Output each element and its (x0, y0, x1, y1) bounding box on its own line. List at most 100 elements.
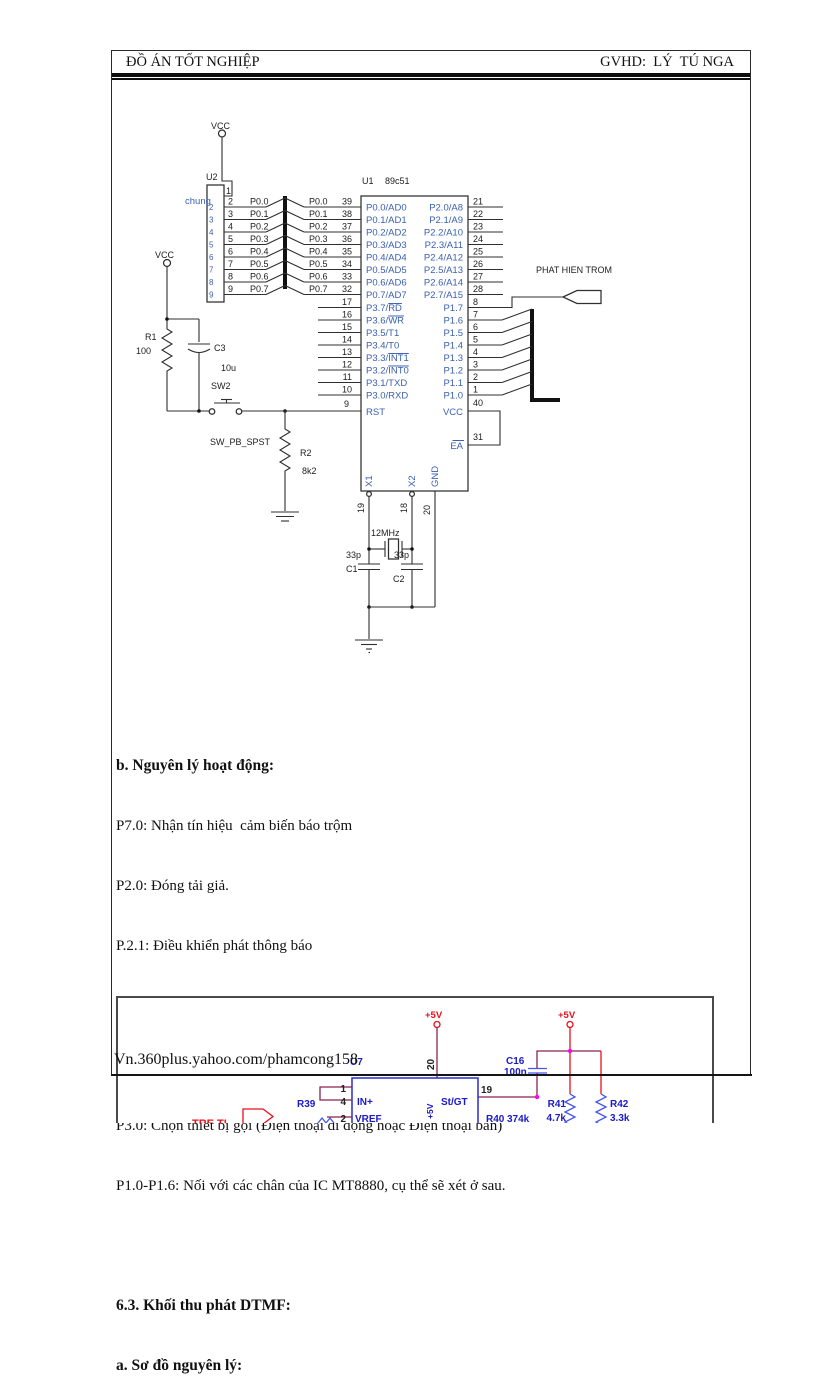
pin-number: 6 (473, 322, 478, 332)
header-rule (112, 73, 750, 80)
resistor-r1 (160, 319, 174, 411)
net-label: P0.0 (309, 197, 328, 207)
sw2-refdes: SW2 (211, 381, 231, 391)
chip-pin-label: P0.2/AD2 (366, 228, 407, 239)
net-label: P0.7 (309, 284, 328, 294)
vcc-symbol (217, 129, 227, 138)
chip-pin-label: P2.0/A8 (429, 203, 463, 214)
u2-inner-pin: 9 (209, 291, 214, 300)
cut-net-label: TRE TI (192, 1118, 227, 1123)
c3-refdes: C3 (214, 343, 226, 353)
wire (265, 210, 286, 220)
r1-refdes: R1 (145, 332, 157, 342)
wire (265, 235, 286, 245)
doc-line: P.2.1: Điều khiển phát thông báo (116, 938, 313, 954)
vcc-label: VCC (211, 121, 231, 131)
u1-body (360, 195, 469, 492)
x1-pin-label: X1 (364, 475, 375, 487)
pin-number: 21 (473, 197, 483, 207)
vcc-pin-number: 40 (473, 398, 483, 408)
wire (265, 260, 286, 270)
chip-pin-label: P0.0/AD0 (366, 203, 407, 214)
wire (284, 260, 305, 270)
c16-value: 100n (504, 1067, 527, 1078)
net-label: P0.5 (309, 259, 328, 269)
u1-part-number: 89c51 (385, 176, 410, 186)
net-flag-connector (242, 1108, 275, 1123)
switch-terminal (235, 408, 243, 415)
c16-refdes: C16 (506, 1056, 525, 1067)
u2-pin-number: 4 (228, 222, 233, 232)
chip-pin-label: P3.4/T0 (366, 341, 399, 352)
chip-pin-label: P3.2/INT0 (366, 366, 409, 377)
pin-number: 11 (343, 372, 352, 382)
mcu-schematic-labels: VCC 1 U2 chung U1 89c51 VCC R1 100 C3 10… (136, 121, 612, 584)
net-label: P0.2 (250, 222, 269, 232)
chip-pin-label: P2.3/A11 (425, 240, 463, 251)
wire (501, 358, 533, 371)
chip-pin-label: P3.6/WR (366, 316, 404, 327)
crystal-value: 12MHz (371, 528, 400, 538)
u2-inner-pin: 7 (209, 266, 214, 275)
r2-refdes: R2 (300, 448, 312, 458)
net-label: P0.4 (250, 247, 269, 257)
pin-number: 34 (342, 259, 352, 269)
page-bottom-rule (111, 1074, 752, 1076)
u2-inner-pin: 5 (209, 241, 214, 250)
u2-pin-number: 7 (228, 259, 233, 269)
chip-pin-label: P3.5/T1 (366, 328, 399, 339)
u2-pin1-number: 1 (226, 186, 231, 196)
pin-number: 35 (342, 247, 352, 257)
wire (265, 285, 286, 295)
x2-pin-label: X2 (407, 475, 418, 487)
u2-pin-number: 6 (228, 247, 233, 257)
x1-pin-circle (365, 490, 373, 498)
pin-number: 27 (473, 272, 483, 282)
resistor-r39-partial (317, 1116, 335, 1123)
pin-number: 5 (473, 335, 478, 345)
wire (284, 197, 305, 208)
c1-value: 33p (346, 550, 361, 560)
net-flag-connector (561, 289, 602, 305)
u2-inner-pin: 6 (209, 253, 214, 262)
r41-value: 4.7k (547, 1113, 567, 1123)
x1-pin-number: 19 (356, 503, 366, 513)
pin-number: 25 (473, 247, 483, 257)
pin-number: 16 (342, 310, 352, 320)
pin-number: 28 (473, 284, 483, 294)
chip-pin-label: P2.4/A12 (424, 253, 463, 264)
pin-number: 26 (473, 259, 483, 269)
pin-number: 37 (342, 222, 352, 232)
pin-number: 15 (342, 322, 352, 332)
r39-refdes: R39 (297, 1099, 316, 1110)
u2-pin-number: 8 (228, 272, 233, 282)
pin-number-2: 2 (340, 1114, 346, 1123)
u2-inner-pin: 3 (209, 216, 214, 225)
power-label: +5V (425, 1010, 443, 1021)
header-title: ĐỒ ÁN TỐT NGHIỆP (126, 54, 260, 70)
junction-dot (567, 1048, 573, 1054)
pin-number: 13 (342, 347, 352, 357)
doc-heading: 6.3. Khối thu phát DTMF: (116, 1297, 291, 1314)
pin-number: 33 (342, 272, 352, 282)
wire (284, 210, 305, 220)
chip-pin-label: P2.2/A10 (424, 228, 463, 239)
net-label: P0.6 (250, 272, 269, 282)
junction-dot (534, 1094, 540, 1100)
pin-number: 36 (342, 234, 352, 244)
net-label: P0.2 (309, 222, 328, 232)
wire (284, 285, 305, 295)
chip-pin-label: P0.1/AD1 (366, 215, 407, 226)
u2-inner-pin: 2 (209, 203, 214, 212)
x2-pin-circle (408, 490, 416, 498)
wire (284, 247, 305, 258)
blank-line (116, 1236, 732, 1256)
chip-pin-label: P3.0/RXD (366, 391, 408, 402)
wire (501, 345, 533, 359)
u2-pin-number: 5 (228, 234, 233, 244)
wire (501, 383, 533, 396)
gnd-pin-number: 20 (422, 505, 432, 515)
chip-pin-label: P1.2 (443, 366, 463, 377)
